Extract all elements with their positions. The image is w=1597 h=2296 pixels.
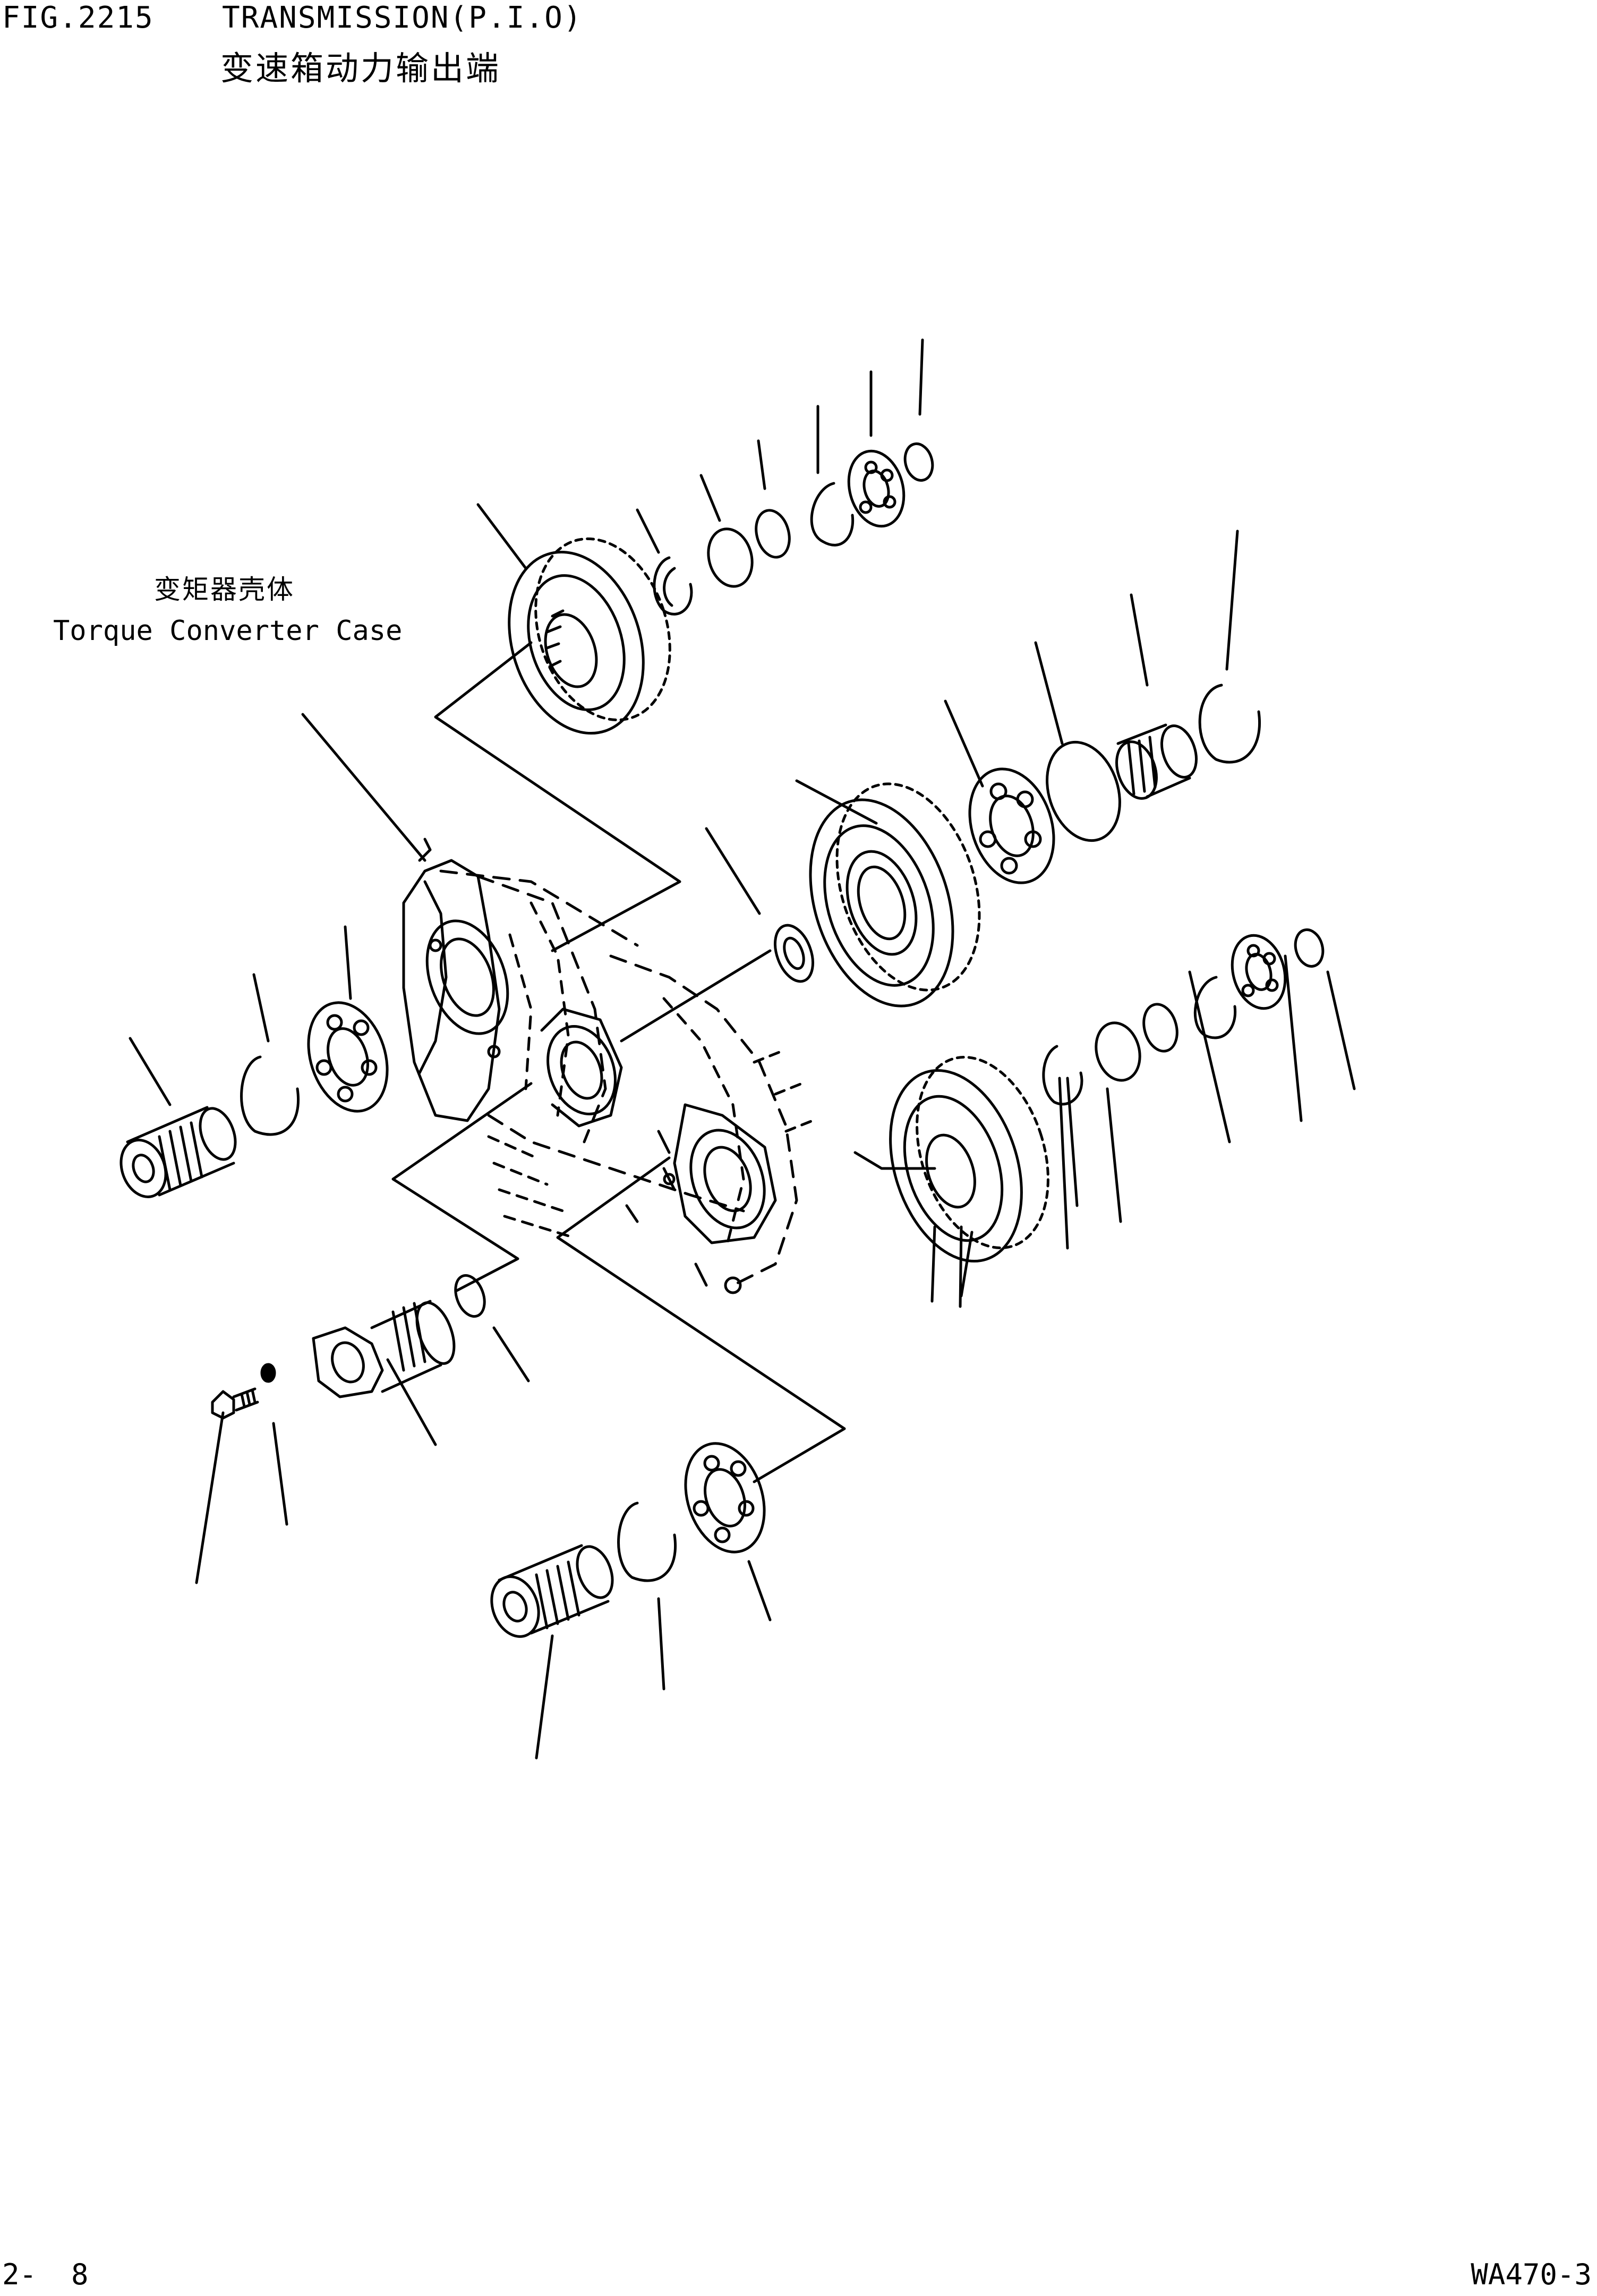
- lower-snap-ring-2: [1195, 977, 1235, 1038]
- bottom-snap-ring: [619, 1503, 676, 1581]
- lower-spacer-2: [1139, 1001, 1182, 1055]
- idler-collar: [768, 920, 820, 986]
- upper-spacer-1: [702, 524, 758, 592]
- left-snap-ring: [242, 1057, 298, 1134]
- torque-converter-case-label-chinese: 变矩器壳体: [154, 574, 295, 605]
- bottom-bearing: [672, 1433, 778, 1563]
- upper-spacer-2: [751, 507, 794, 561]
- lower-bearing: [1225, 929, 1293, 1014]
- figure-title-chinese: 变速箱动力输出端: [220, 49, 501, 88]
- figure-number: FIG.2215: [2, 1, 154, 35]
- model-number: WA470-3: [1471, 2258, 1592, 2291]
- upper-bearing: [841, 445, 912, 533]
- upper-snap-ring-2: [812, 483, 852, 545]
- upper-snap-ring: [654, 558, 691, 614]
- pto-washer: [262, 1364, 275, 1381]
- page-number: 2- 8: [2, 2258, 89, 2291]
- callout-leaders: [130, 340, 1354, 1758]
- connector-lines: [393, 643, 935, 1482]
- upper-o-ring: [901, 441, 936, 484]
- lower-gear: [867, 1040, 1071, 1278]
- idler-bearing: [956, 758, 1068, 894]
- idler-ring: [1035, 733, 1132, 850]
- idler-snap-ring: [1200, 685, 1259, 762]
- torque-converter-case: [404, 860, 813, 1293]
- figure-title-english: TRANSMISSION(P.I.O): [222, 1, 583, 35]
- lower-o-ring: [1292, 927, 1327, 970]
- left-output-shaft: [114, 1104, 242, 1204]
- left-bearing: [295, 993, 400, 1122]
- pto-flange-shaft: [313, 1298, 462, 1397]
- torque-converter-case-label-english: Torque Converter Case: [53, 615, 403, 647]
- lower-spacer-1: [1090, 1018, 1146, 1086]
- lower-snap-ring: [1044, 1046, 1082, 1104]
- pto-o-ring: [450, 1271, 490, 1320]
- needle-bearing: [1110, 721, 1202, 804]
- idler-gear: [785, 765, 1004, 1025]
- pto-bolt: [212, 1389, 258, 1418]
- bottom-output-shaft: [484, 1542, 619, 1643]
